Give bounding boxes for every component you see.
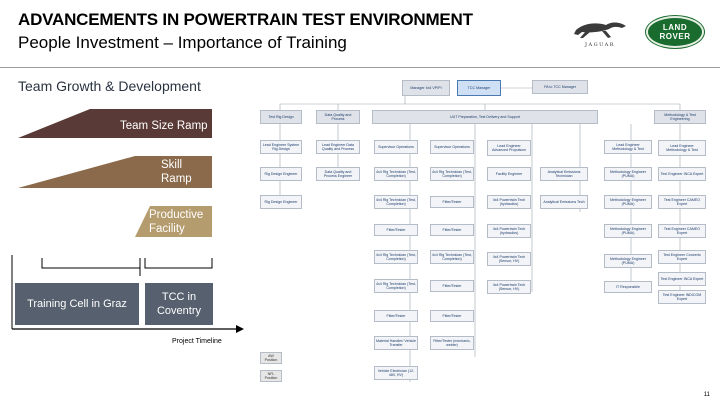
org-node: Test Engineer CAMEO Expert (658, 224, 706, 238)
org-node: 4x4 Rig Technician (Test, Completion) (430, 167, 474, 181)
org-node: Supervisor Operations (430, 140, 474, 154)
skill-ramp-label-line2: Ramp (161, 173, 192, 185)
org-node: Material Handler/ Vehicle Transfer (374, 336, 418, 350)
org-group-methodology: Methodology & Test Engineering (654, 110, 706, 124)
page-number: 11 (703, 392, 710, 398)
tcc-coventry-box: TCC in Coventry (145, 283, 213, 325)
org-node: 4x4 Rig Technician (Test, Completion) (374, 167, 418, 181)
team-size-ramp (18, 109, 212, 138)
org-node: Fitter/Tester (430, 196, 474, 208)
org-node: Test Engineer CAMEO Expert (658, 195, 706, 209)
org-group-rig-design: Test Rig Design (260, 110, 302, 124)
org-node: Data Quality and Process Engineer (316, 167, 360, 181)
org-group-uut: UUT Preparation, Test Delivery and Suppo… (372, 110, 598, 124)
skill-ramp-label: Skill Ramp (161, 158, 192, 186)
org-node: 4x4 Rig Technician (Test, Completion) (430, 250, 474, 264)
org-node: Facility Engineer (487, 167, 531, 181)
org-node: Fitter/Tester (374, 310, 418, 322)
coventry-bracket (144, 258, 213, 269)
org-node: 4x4 Rig Technician (Test, Completion) (374, 250, 418, 264)
org-node: Lead Engineer Methodology & Test (604, 140, 652, 154)
section-title: Team Growth & Development (18, 78, 201, 94)
org-node: Fitter/Tester (430, 310, 474, 322)
org-node: Lead Engineer System Rig Design (260, 140, 302, 154)
productive-ramp-label-line2: Facility (149, 223, 185, 235)
org-node: Lead Engineer Advanced Propulsion (487, 140, 531, 156)
org-legend-aw: AW Position (260, 352, 282, 364)
org-legend-nfl: NFL Position (260, 370, 282, 382)
tcc-coventry-line2: Coventry (156, 305, 202, 317)
org-node: Methodology Engineer (PUMA) (604, 167, 652, 181)
org-pa: PA to TCC Manager (532, 80, 588, 94)
skill-ramp-label-line1: Skill (161, 159, 183, 171)
jaguar-wordmark: JAGUAR (584, 42, 616, 48)
org-node: Rig Design Engineer (260, 195, 302, 209)
productive-ramp-label: Productive Facility (149, 208, 203, 236)
landrover-wordmark-line2: ROVER (659, 32, 691, 41)
org-group-data-quality: Data Quality and Process (316, 110, 360, 124)
header-divider (0, 67, 720, 68)
productive-ramp-label-line1: Productive (149, 209, 204, 221)
org-node: 4x4 Powertrain Tech (Sensor, HV) (487, 252, 531, 266)
org-node: Test Engineer INCA Expert (658, 272, 706, 286)
org-node: Rig Design Engineer (260, 167, 302, 181)
org-manager: Manager 4x4 VP/PI (402, 80, 450, 96)
org-node: 4x4 Powertrain Tech (hydraulics) (487, 195, 531, 209)
timeline-label: Project Timeline (172, 338, 222, 345)
team-size-ramp-label: Team Size Ramp (120, 120, 208, 132)
org-node: 4x4 Rig Technician (Test, Completion) (374, 279, 418, 293)
org-node: Fitter/Tester (374, 224, 418, 236)
org-node: Analytical Emissions Technician (540, 167, 588, 181)
org-node: 4x4 Rig Technician (Test, Completion) (374, 195, 418, 209)
skill-ramp (18, 156, 212, 188)
org-node: Supervisor Operations (374, 140, 418, 154)
org-node: Methodology Engineer (PUMA) (604, 254, 652, 268)
org-node: Methodology Engineer (PUMA) (604, 195, 652, 209)
org-node: Test Engineer Concerto Expert (658, 250, 706, 264)
org-tcc-manager: TCC Manager (457, 80, 501, 96)
ramp-diagram (11, 109, 244, 333)
org-node: Test Engineer INDICOM Expert (658, 290, 706, 304)
org-node: 4x4 Powertrain Tech (Sensor, HV) (487, 280, 531, 294)
org-node: IT Responsible (604, 281, 652, 293)
timeline-arrow-icon (236, 325, 244, 333)
jaguar-logo: JAGUAR (566, 14, 634, 50)
productive-ramp (18, 206, 212, 237)
org-node: Analytical Emissions Tech (540, 195, 588, 209)
org-node: Lead Engineer Data Quality and Process (316, 140, 360, 154)
org-node: Fitter/Tester (430, 280, 474, 292)
org-node: Test Engineer INCA Expert (658, 167, 706, 181)
org-node: Fitter/Tester (430, 224, 474, 236)
training-cell-graz-box: Training Cell in Graz (15, 283, 139, 325)
org-node: Vehicle Electrician (12-48V, HV) (374, 366, 418, 380)
org-node: Methodology Engineer (PUMA) (604, 224, 652, 238)
landrover-logo: LAND ROVER (646, 16, 704, 48)
org-chart: Manager 4x4 VP/PI TCC Manager PA to TCC … (250, 72, 710, 397)
landrover-wordmark-line1: LAND (662, 23, 688, 32)
slide-subtitle: People Investment – Importance of Traini… (18, 33, 347, 52)
jaguar-leaper-icon (574, 22, 626, 38)
tcc-coventry-line1: TCC in (161, 291, 197, 303)
org-node: Fitter/Tester (mechanic, welder) (430, 336, 474, 350)
org-node: Lead Engineer Methodology & Test (658, 140, 706, 156)
slide-title: ADVANCEMENTS IN POWERTRAIN TEST ENVIRONM… (18, 10, 473, 29)
org-node: 4x4 Powertrain Tech (hydraulics) (487, 224, 531, 238)
graz-bracket (41, 258, 141, 269)
